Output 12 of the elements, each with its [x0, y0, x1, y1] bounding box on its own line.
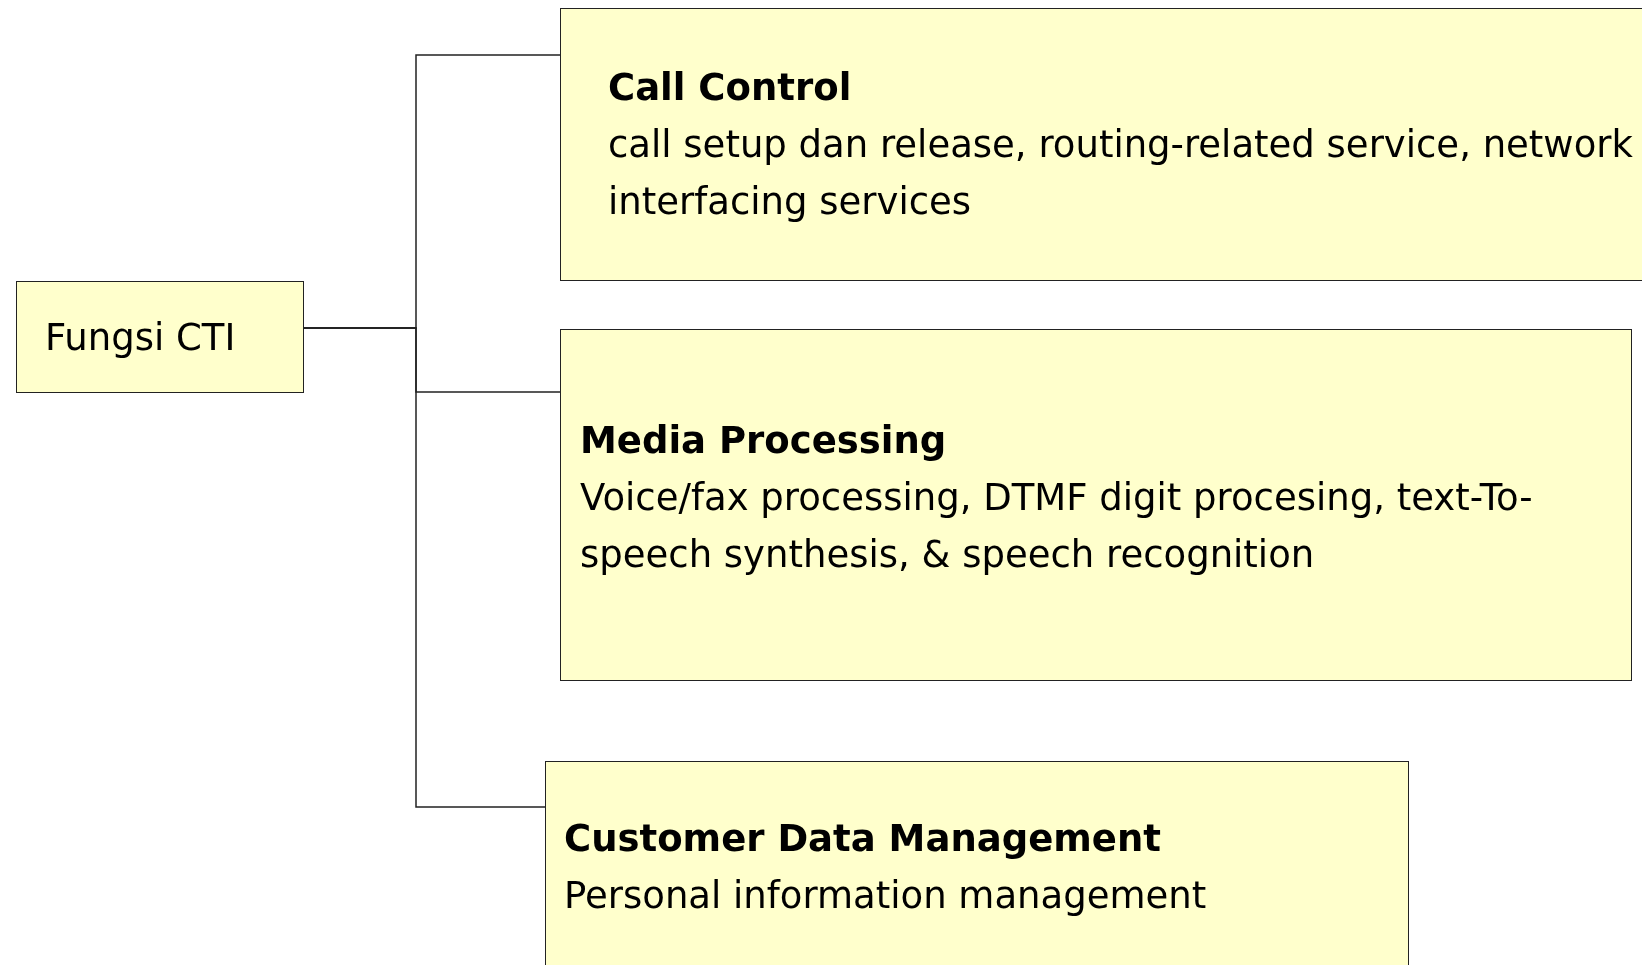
box-description: call setup dan release, routing-related service, network interfacing services	[608, 122, 1634, 225]
box-description: Personal information management	[564, 873, 1208, 919]
box-description: Voice/fax processing, DTMF digit procesing, text-To-speech synthesis, & speech recognition	[580, 475, 1534, 578]
box-heading: Customer Data Management	[564, 816, 1162, 862]
box-heading: Call Control	[608, 65, 853, 111]
box-heading: Media Processing	[580, 418, 948, 464]
connector-line	[303, 327, 546, 808]
function-box	[545, 761, 1409, 965]
function-box	[560, 329, 1632, 681]
function-box	[560, 8, 1642, 281]
box-label: Fungsi CTI	[45, 314, 236, 361]
root-box	[16, 281, 304, 393]
